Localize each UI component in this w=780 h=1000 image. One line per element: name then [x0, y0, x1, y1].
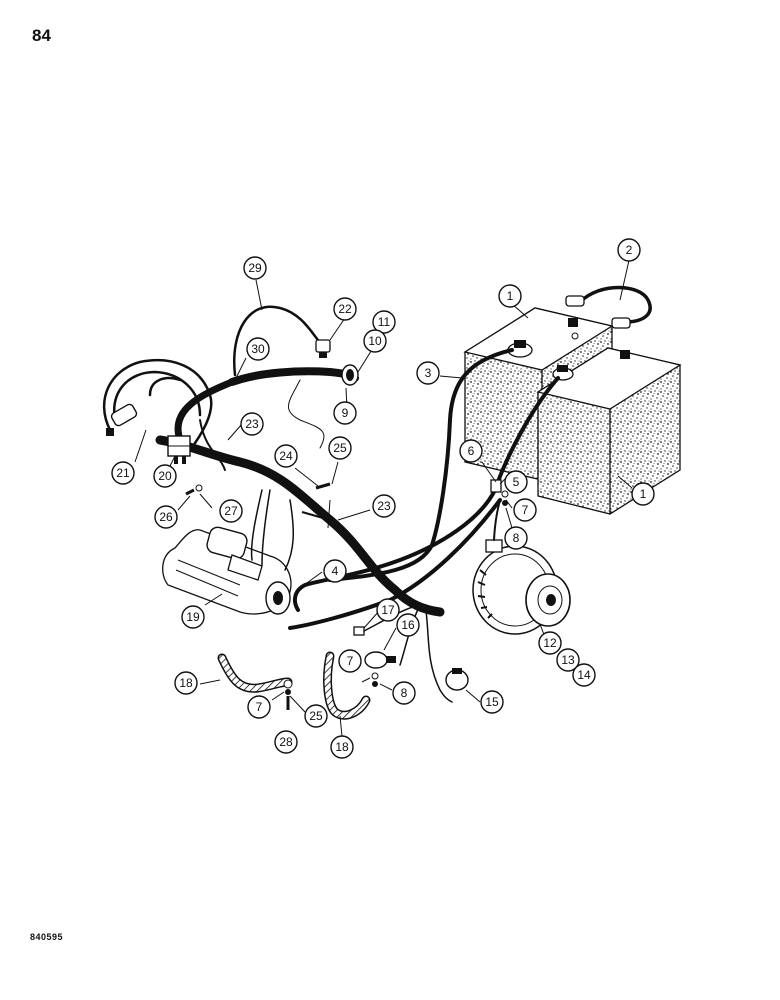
svg-text:30: 30 — [251, 342, 265, 356]
alternator-12 — [472, 499, 571, 635]
svg-text:25: 25 — [333, 441, 347, 455]
sender-16 — [364, 651, 396, 669]
callout-20: 20 — [153, 464, 177, 488]
svg-text:21: 21 — [116, 466, 130, 480]
ground-strap-18b — [323, 651, 371, 720]
callout-28: 28 — [274, 730, 298, 754]
svg-text:22: 22 — [338, 302, 352, 316]
callout-22: 22 — [333, 297, 357, 321]
ground-strap-18a — [217, 653, 293, 693]
callout-21: 21 — [111, 461, 135, 485]
callout-8-upper: 8 — [504, 526, 528, 550]
sender-22 — [315, 339, 331, 358]
svg-text:23: 23 — [245, 417, 259, 431]
svg-text:11: 11 — [378, 315, 391, 329]
svg-text:7: 7 — [256, 700, 263, 714]
svg-text:16: 16 — [401, 618, 415, 632]
callout-15: 15 — [480, 690, 504, 714]
callout-14: 14 — [572, 663, 596, 687]
battery-jumper-cable — [565, 285, 652, 329]
svg-text:1: 1 — [507, 289, 514, 303]
svg-text:7: 7 — [522, 503, 529, 517]
svg-text:6: 6 — [468, 444, 475, 458]
callout-17: 17 — [376, 598, 400, 622]
callout-27: 27 — [219, 499, 243, 523]
svg-text:1: 1 — [640, 487, 647, 501]
callout-18-left: 18 — [174, 671, 198, 695]
callout-7-lower: 7 — [247, 695, 271, 719]
svg-text:8: 8 — [513, 531, 520, 545]
callout-1-top: 1 — [498, 284, 522, 308]
svg-text:25: 25 — [309, 709, 323, 723]
callout-6: 6 — [459, 439, 483, 463]
callout-16: 16 — [396, 613, 420, 637]
svg-text:23: 23 — [377, 499, 391, 513]
callout-4: 4 — [323, 559, 347, 583]
callout-2: 2 — [617, 238, 641, 262]
callout-23-upper: 23 — [240, 412, 264, 436]
starter-leads — [250, 489, 295, 571]
svg-text:24: 24 — [279, 449, 293, 463]
callout-5: 5 — [504, 470, 528, 494]
callout-26: 26 — [154, 505, 178, 529]
callout-29: 29 — [243, 256, 267, 280]
svg-text:18: 18 — [179, 676, 193, 690]
callout-7-upper: 7 — [513, 498, 537, 522]
connector-10-11 — [341, 364, 359, 386]
switch-21 — [106, 403, 138, 436]
svg-text:14: 14 — [577, 668, 591, 682]
svg-text:19: 19 — [186, 610, 200, 624]
svg-text:20: 20 — [158, 469, 172, 483]
svg-text:13: 13 — [561, 653, 575, 667]
svg-text:4: 4 — [332, 564, 339, 578]
svg-text:10: 10 — [368, 334, 382, 348]
callout-8-mid: 8 — [392, 681, 416, 705]
svg-text:17: 17 — [381, 603, 395, 617]
callout-19: 19 — [181, 605, 205, 629]
callout-10: 10 — [363, 329, 387, 353]
page-number: 84 — [32, 26, 51, 45]
callout-25-lower: 25 — [304, 704, 328, 728]
svg-text:8: 8 — [401, 686, 408, 700]
callout-30: 30 — [246, 337, 270, 361]
svg-text:26: 26 — [159, 510, 173, 524]
starter-motor-19 — [162, 526, 292, 615]
callout-9: 9 — [333, 401, 357, 425]
sender-15 — [399, 604, 469, 703]
svg-text:28: 28 — [279, 735, 293, 749]
svg-text:2: 2 — [626, 243, 633, 257]
svg-text:5: 5 — [513, 475, 520, 489]
callout-12: 12 — [538, 631, 562, 655]
hardware — [185, 482, 509, 710]
battery-front — [536, 347, 682, 515]
svg-text:7: 7 — [347, 654, 354, 668]
wire-29 — [232, 305, 320, 377]
figure-code: 840595 — [30, 932, 64, 942]
callout-25-upper: 25 — [328, 436, 352, 460]
relay-20 — [167, 435, 191, 464]
wire-9 — [288, 379, 325, 449]
callout-23-lower: 23 — [372, 494, 396, 518]
callout-13: 13 — [556, 648, 580, 672]
callout-3: 3 — [416, 361, 440, 385]
callout-24: 24 — [274, 444, 298, 468]
callout-18-right: 18 — [330, 735, 354, 759]
callout-11: 11 — [372, 310, 396, 334]
svg-text:27: 27 — [224, 504, 238, 518]
callout-1-bottom: 1 — [631, 482, 655, 506]
svg-text:9: 9 — [342, 406, 349, 420]
svg-text:12: 12 — [543, 636, 557, 650]
svg-text:29: 29 — [248, 261, 262, 275]
svg-text:15: 15 — [485, 695, 499, 709]
svg-text:3: 3 — [425, 366, 432, 380]
switch-wires — [102, 358, 226, 471]
svg-text:18: 18 — [335, 740, 349, 754]
callout-7-mid: 7 — [338, 649, 362, 673]
